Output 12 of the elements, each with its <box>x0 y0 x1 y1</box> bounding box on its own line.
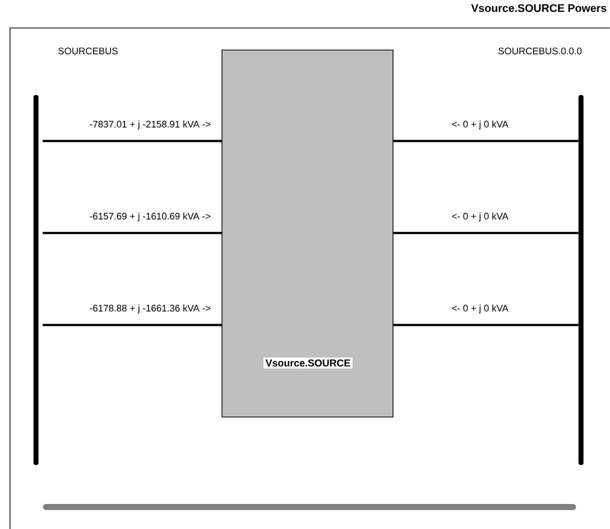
edge-label: <- 0 + j 0 kVA <box>452 120 508 130</box>
edge-label: <- 0 + j 0 kVA <box>452 212 508 222</box>
connector-line <box>393 232 578 234</box>
source-box: Vsource.SOURCE <box>222 50 394 418</box>
edge-label: -6157.69 + j -1610.69 kVA -> <box>90 212 210 222</box>
edge-label: -6178.88 + j -1661.36 kVA -> <box>90 304 210 314</box>
title: Vsource.SOURCE Powers <box>471 4 606 12</box>
bus-bar <box>43 504 576 510</box>
edge-label: -7837.01 + j -2158.91 kVA -> <box>90 120 210 130</box>
bus-label: SOURCEBUS.0.0.0 <box>498 48 582 54</box>
bus-label: SOURCEBUS <box>58 48 118 54</box>
edge-label: <- 0 + j 0 kVA <box>452 304 508 314</box>
